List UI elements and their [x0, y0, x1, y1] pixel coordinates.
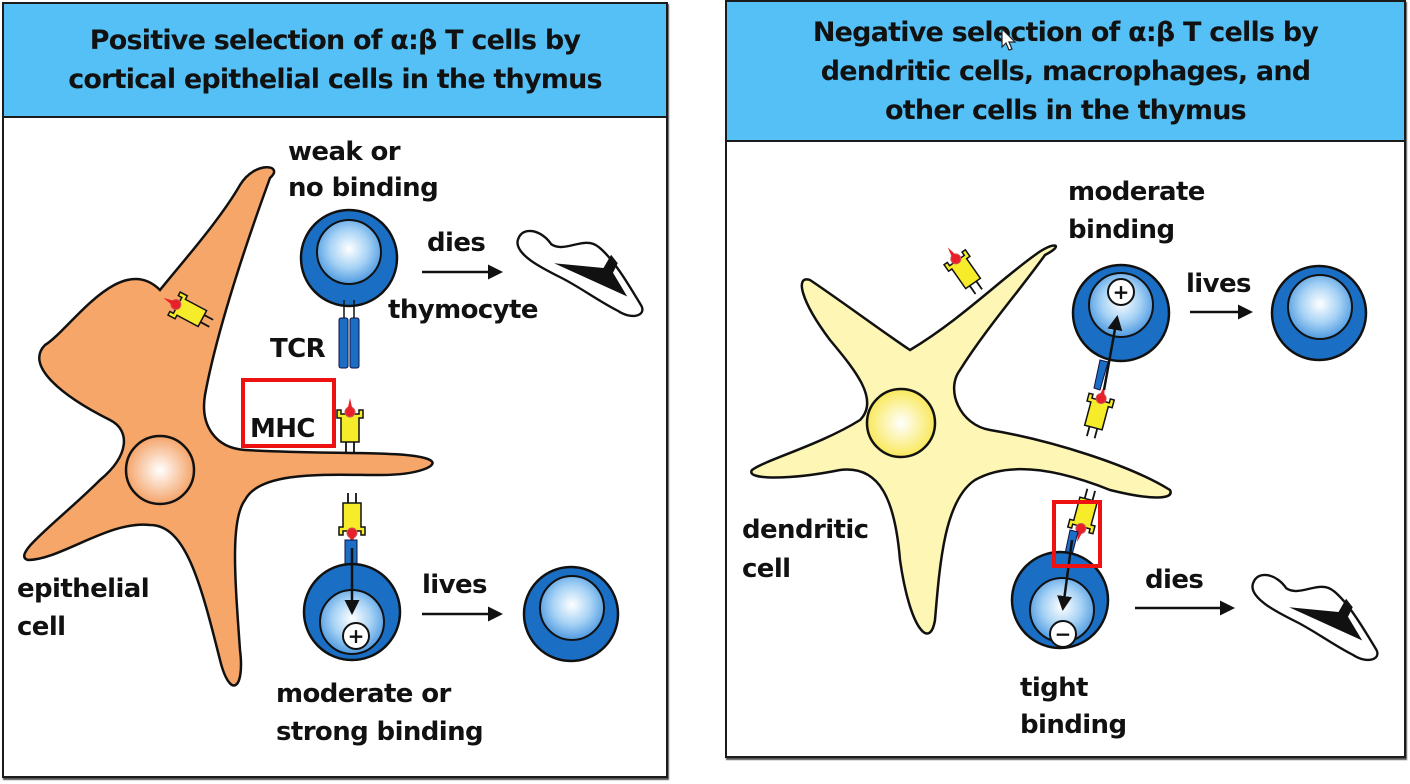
dendritic-cell-body — [750, 244, 1172, 635]
negative-signal-icon — [1049, 620, 1077, 648]
surviving-thymocyte-left — [522, 565, 620, 663]
epithelial-nucleus — [124, 434, 196, 506]
label-weak-binding-1: weak or — [288, 137, 401, 167]
mhc-molecule-left-top — [336, 397, 364, 453]
positive-signal-icon-right — [1107, 278, 1135, 306]
positive-signal-icon — [342, 622, 370, 650]
label-thymocyte: thymocyte — [388, 295, 538, 325]
label-epithelial-2: cell — [17, 612, 65, 642]
positive-selection-title: Positive selection of α:β T cells by cor… — [68, 25, 602, 95]
label-weak-binding-2: no binding — [288, 173, 438, 203]
dendritic-nucleus — [865, 387, 937, 459]
positive-signal-symbol-right: + — [1113, 280, 1130, 304]
thymocyte-strong-binding: + — [302, 539, 402, 662]
epithelial-cell — [23, 166, 434, 687]
positive-selection-header: Positive selection of α:β T cells by cor… — [4, 4, 666, 118]
dendritic-cell — [750, 244, 1172, 635]
label-lives-right: lives — [1186, 269, 1251, 299]
thymocyte-moderate-binding: + — [1071, 263, 1171, 391]
dead-thymocyte-right — [1251, 573, 1379, 662]
label-epithelial-1: epithelial — [17, 574, 149, 604]
label-strong-binding-2: strong binding — [276, 717, 483, 747]
label-tcr: TCR — [270, 334, 326, 364]
label-moderate-binding-1: moderate — [1068, 177, 1205, 207]
mhc-highlight-box — [241, 378, 336, 448]
thymocyte-weak-binding — [299, 208, 399, 369]
label-tight-binding-1: tight — [1020, 673, 1088, 703]
mhc-molecule-left-bottom — [338, 492, 366, 548]
mhc-molecule-right-middle — [1077, 380, 1119, 442]
label-strong-binding-1: moderate or — [276, 679, 452, 709]
negative-selection-header: Negative selection of α:β T cells by den… — [727, 2, 1404, 142]
negative-signal-symbol: − — [1055, 622, 1072, 646]
thymocyte-tight-binding: − — [1010, 529, 1110, 650]
label-lives-left: lives — [422, 570, 487, 600]
negative-selection-panel: Negative selection of α:β T cells by den… — [725, 0, 1406, 758]
label-moderate-binding-2: binding — [1068, 215, 1174, 245]
label-mhc: MHC — [250, 414, 315, 444]
label-dies-right: dies — [1145, 565, 1203, 595]
label-dendritic-2: cell — [742, 554, 790, 584]
binding-highlight-box — [1052, 500, 1102, 568]
positive-signal-symbol: + — [348, 624, 365, 648]
mouse-cursor-icon — [1001, 28, 1017, 51]
label-tight-binding-2: binding — [1020, 710, 1126, 740]
label-dendritic-1: dendritic — [742, 515, 868, 545]
surviving-thymocyte-right — [1270, 264, 1368, 362]
negative-selection-title: Negative selection of α:β T cells by den… — [812, 16, 1319, 126]
tcr-receptor-icon — [338, 300, 360, 369]
mhc-molecule-right-upper — [936, 239, 991, 301]
epithelial-cell-body — [23, 166, 434, 687]
label-dies-left: dies — [427, 228, 485, 258]
